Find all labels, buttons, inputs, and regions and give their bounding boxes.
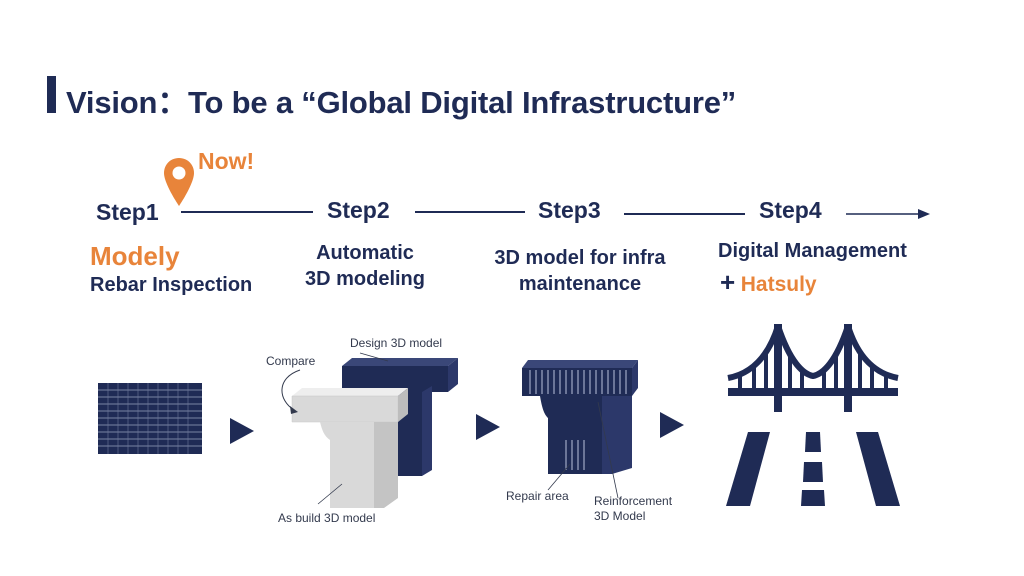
step4-description: Digital Management + Hatsuly: [718, 238, 907, 298]
reinforcement-model-image: [522, 360, 638, 499]
reinforcement-annotation: Reinforcement 3D Model: [594, 494, 672, 524]
step4-label: Step4: [759, 197, 822, 223]
bridge-road-icon: [726, 324, 900, 506]
design-model-annotation: Design 3D model: [350, 336, 443, 350]
step3-desc-line2: maintenance: [518, 273, 642, 295]
compare-annotation: Compare: [266, 354, 316, 368]
step4-product-name: Hatsuly: [740, 273, 817, 296]
step2-desc-line1: Automatic: [316, 242, 414, 264]
timeline-arrow-end: [846, 209, 930, 219]
flow-arrow-2-icon: [476, 414, 500, 440]
repair-area-annotation: Repair area: [506, 489, 569, 503]
flow-arrow-1-icon: [230, 418, 254, 444]
step3-description: 3D model for infra maintenance: [480, 245, 680, 297]
location-pin-icon: [164, 158, 194, 206]
reinforcement-annotation-line1: Reinforcement: [594, 494, 673, 508]
step3-label: Step3: [538, 197, 601, 223]
timeline-connector-1: [181, 211, 313, 213]
step2-desc-line2: 3D modeling: [304, 268, 425, 290]
as-build-3d-model-shape: [291, 388, 408, 508]
page-title: Vision：To be a “Global Digital Infrastru…: [66, 85, 737, 120]
step1-product-name: Modely: [90, 241, 180, 271]
reinforcement-annotation-line2: 3D Model: [594, 509, 646, 523]
step1-description: Rebar Inspection: [90, 274, 253, 296]
step4-desc-line1: Digital Management: [718, 240, 907, 262]
step3-desc-line1: 3D model for infra: [494, 247, 666, 269]
timeline-connector-3: [624, 213, 745, 215]
rebar-grid-image: [98, 383, 202, 454]
now-label: Now!: [198, 148, 255, 174]
step2-label: Step2: [327, 197, 390, 223]
step2-description: Automatic 3D modeling: [280, 240, 450, 292]
title-accent-bar: [47, 76, 56, 113]
step1-label: Step1: [96, 199, 159, 225]
plus-icon: +: [720, 267, 736, 297]
flow-arrow-3-icon: [660, 412, 684, 438]
as-build-model-annotation: As build 3D model: [278, 511, 376, 525]
timeline-connector-2: [415, 211, 525, 213]
model-compare-image: [281, 352, 458, 508]
